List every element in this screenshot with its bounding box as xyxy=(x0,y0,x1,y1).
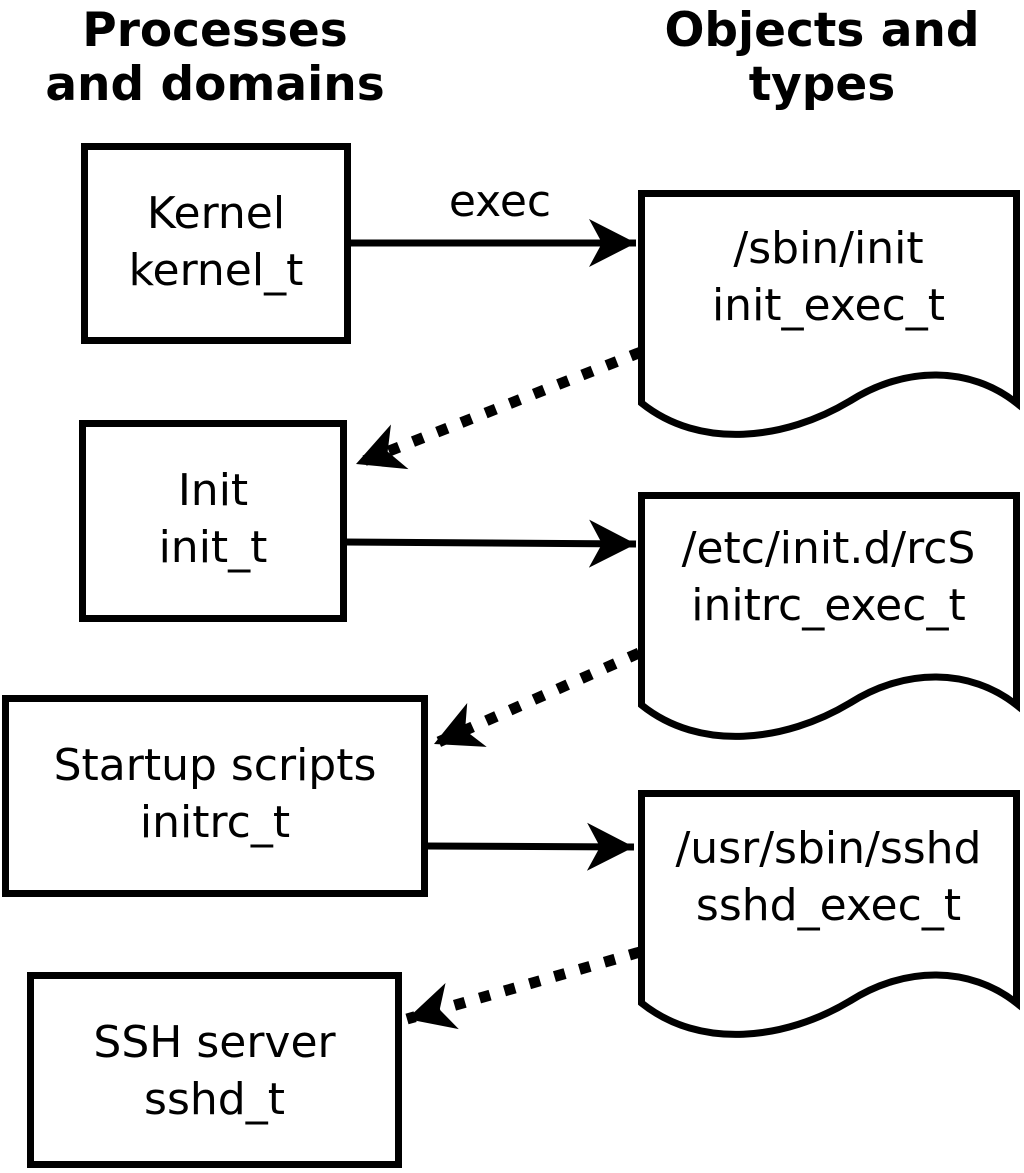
process-node-init xyxy=(79,420,347,622)
process-label-kernel: Kernel kernel_t xyxy=(84,185,348,299)
process-node-ssh-server xyxy=(27,972,402,1168)
exec-arrow-label: exec xyxy=(448,176,552,227)
transition-arrow-to-ssh-server xyxy=(405,946,642,1030)
left-column-header: Processes and domains xyxy=(10,4,420,112)
exec-arrow-startup-to-sshd xyxy=(424,822,635,871)
right-column-header-line1: Objects and xyxy=(664,3,980,58)
object-type: sshd_exec_t xyxy=(695,880,962,931)
left-column-header-line2: and domains xyxy=(45,57,385,112)
object-path: /usr/sbin/sshd xyxy=(675,823,982,874)
process-node-kernel xyxy=(81,143,351,344)
exec-arrow-init-to-rcs xyxy=(342,519,637,568)
object-path: /etc/init.d/rcS xyxy=(681,523,976,574)
object-path: /sbin/init xyxy=(733,223,924,274)
process-domain: initrc_t xyxy=(139,797,291,848)
transition-arrow-to-startup-scripts xyxy=(431,647,642,750)
process-label-startup-scripts: Startup scripts initrc_t xyxy=(5,737,425,851)
left-column-header-line1: Processes xyxy=(82,3,348,58)
process-name: Kernel xyxy=(146,188,286,239)
process-name: Init xyxy=(177,465,249,516)
right-column-header: Objects and types xyxy=(620,4,1024,112)
object-type: initrc_exec_t xyxy=(691,580,966,631)
object-type: init_exec_t xyxy=(711,280,946,331)
object-label-usr-sbin-sshd: /usr/sbin/sshd sshd_exec_t xyxy=(640,820,1017,934)
object-label-sbin-init: /sbin/init init_exec_t xyxy=(640,220,1017,334)
process-name: SSH server xyxy=(93,1017,336,1068)
process-label-init: Init init_t xyxy=(82,462,344,576)
object-label-etc-initd-rcs: /etc/init.d/rcS initrc_exec_t xyxy=(640,520,1017,634)
process-name: Startup scripts xyxy=(53,740,377,791)
right-column-header-line2: types xyxy=(748,57,896,112)
process-domain: kernel_t xyxy=(128,245,304,296)
transition-arrow-to-init xyxy=(353,346,644,470)
process-label-ssh-server: SSH server sshd_t xyxy=(30,1014,399,1128)
process-domain: sshd_t xyxy=(144,1074,285,1125)
process-domain: init_t xyxy=(158,522,268,573)
process-node-startup-scripts xyxy=(2,695,428,897)
